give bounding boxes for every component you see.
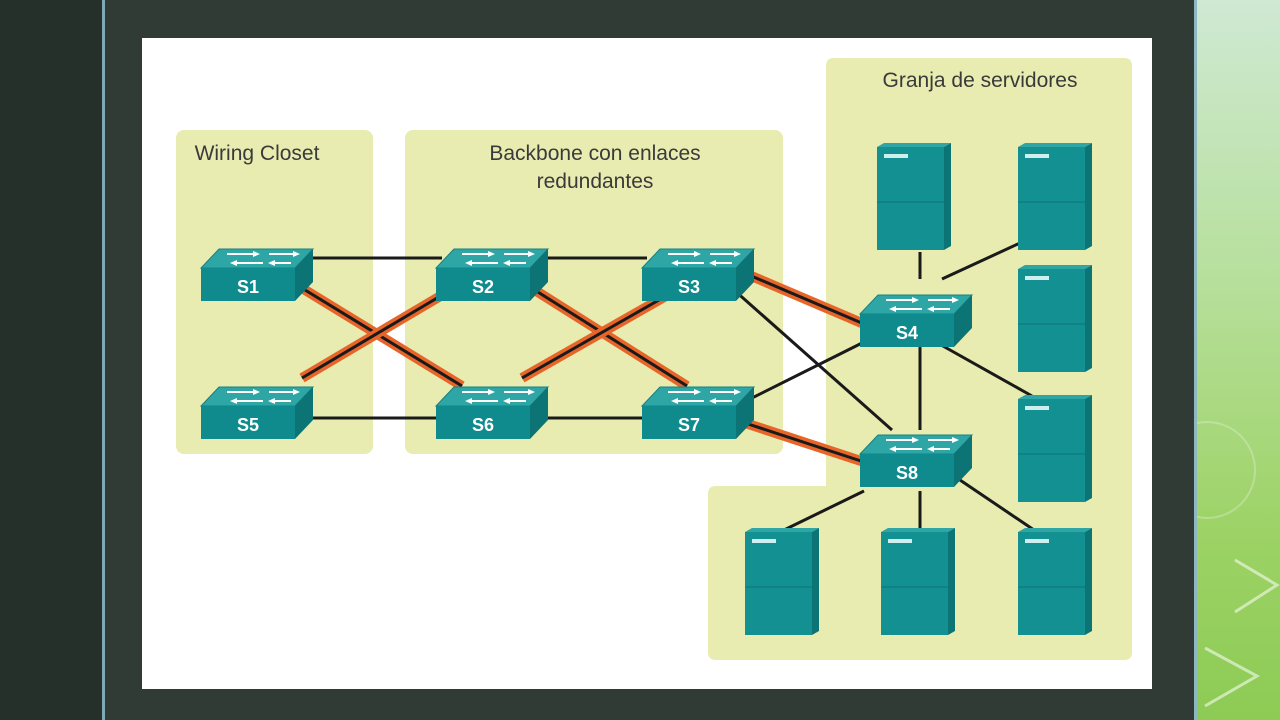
wiring-closet-label: Wiring Closet	[195, 142, 320, 165]
switch-label: S3	[678, 277, 700, 297]
server-icon	[1017, 527, 1093, 636]
link-s8-server-6	[783, 489, 865, 532]
switch-s5[interactable]: S5	[200, 386, 314, 440]
server-icon	[880, 527, 956, 636]
right-decorative-band	[1197, 0, 1280, 720]
link-s8-server-8	[956, 476, 1035, 532]
redundant-link-s5-s2	[299, 283, 457, 383]
switch-label: S8	[896, 463, 918, 483]
switch-s8[interactable]: S8	[859, 434, 973, 488]
link-s4-server-2	[941, 241, 1021, 281]
server-icon	[876, 142, 952, 251]
switch-s1[interactable]: S1	[200, 248, 314, 302]
redundant-link-s6-s3	[519, 283, 683, 383]
switch-s4[interactable]: S4	[859, 294, 973, 348]
switch-label: S1	[237, 277, 259, 297]
switch-label: S7	[678, 415, 700, 435]
switch-s6[interactable]: S6	[435, 386, 549, 440]
link-s7-s4	[741, 340, 865, 405]
server-icon	[744, 527, 820, 636]
network-diagram-panel: Wiring Closet Backbone con enlaces redun…	[142, 38, 1152, 689]
server-farm-label: Granja de servidores	[883, 69, 1078, 92]
link-s4-server-4	[933, 339, 1033, 398]
redundant-link-s7-s8	[740, 417, 866, 467]
redundant-link-s3-s4	[740, 267, 866, 329]
right-accent-rule	[1194, 0, 1197, 720]
network-diagram: Wiring Closet Backbone con enlaces redun…	[176, 58, 1132, 660]
switch-label: S6	[472, 415, 494, 435]
switch-s2[interactable]: S2	[435, 248, 549, 302]
switch-label: S5	[237, 415, 259, 435]
switch-label: S4	[896, 323, 918, 343]
decorative-chevrons	[1197, 421, 1280, 708]
switch-label: S2	[472, 277, 494, 297]
server-icon	[1017, 394, 1093, 503]
switch-s3[interactable]: S3	[641, 248, 755, 302]
left-accent-rule	[102, 0, 105, 720]
link-s3-s8	[733, 288, 893, 432]
left-margin-band	[0, 0, 104, 720]
backbone-label-line2: redundantes	[537, 170, 654, 193]
backbone-zone	[405, 130, 783, 454]
backbone-label-line1: Backbone con enlaces	[489, 142, 700, 165]
server-icon	[1017, 142, 1093, 251]
server-icon	[1017, 264, 1093, 373]
switch-s7[interactable]: S7	[641, 386, 755, 440]
